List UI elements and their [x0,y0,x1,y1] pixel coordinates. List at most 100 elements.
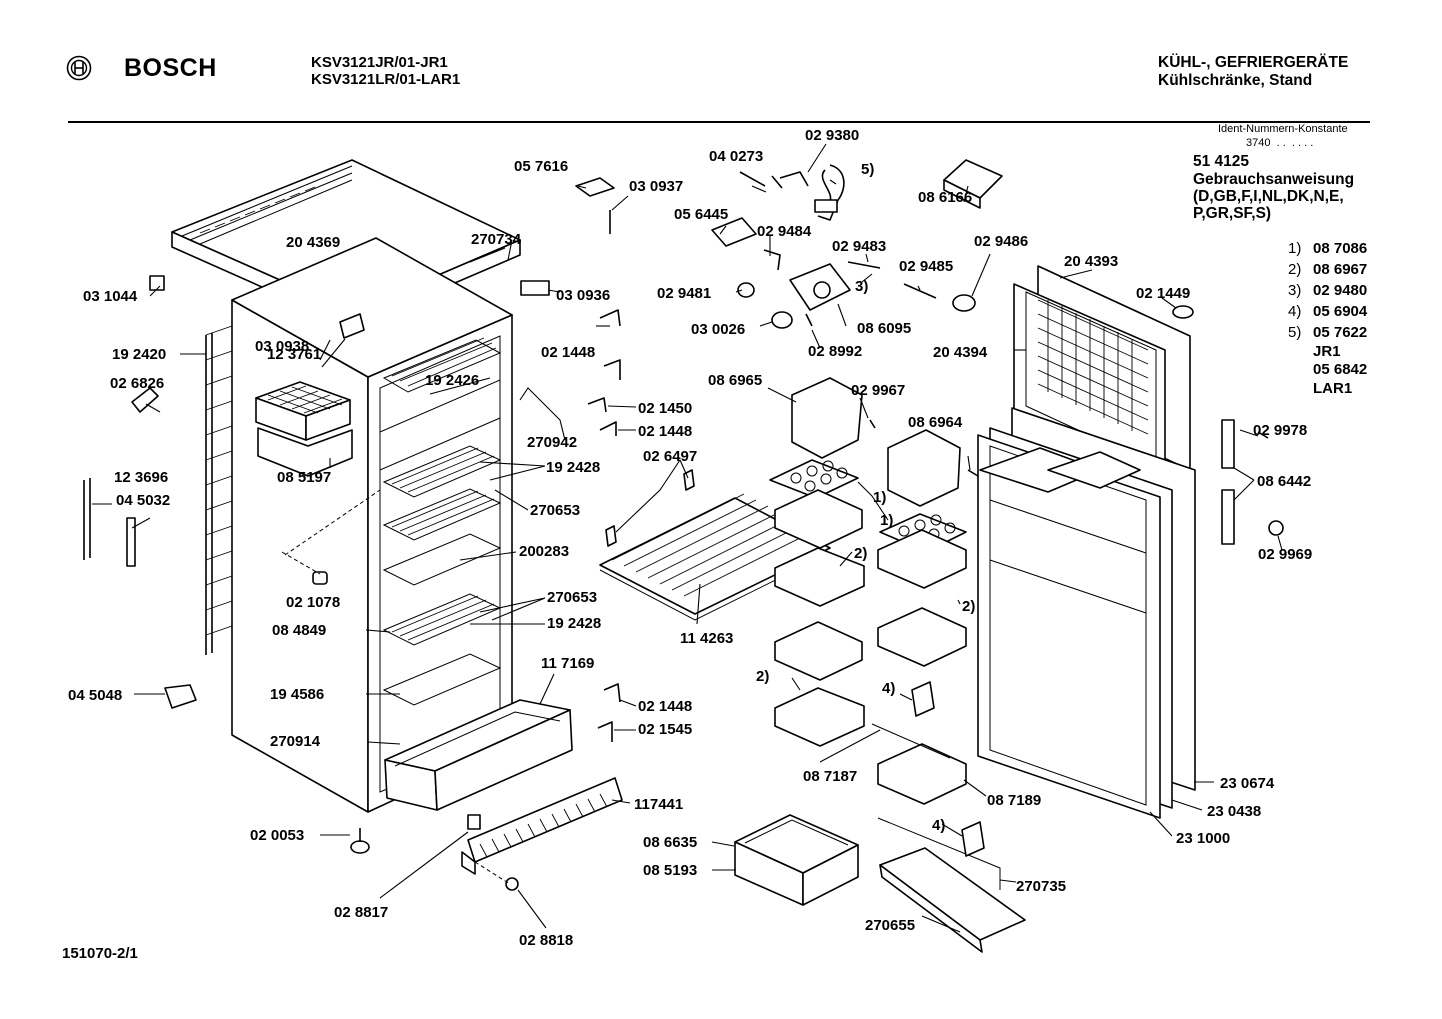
part-label: 19 2428 [546,459,600,476]
manual-line-2: (D,GB,F,I,NL,DK,N,E, [1193,188,1344,205]
part-label: 270735 [1016,878,1066,895]
part-label: 270914 [270,733,321,750]
part-label: 02 1078 [286,594,340,611]
part-label: 3) [855,278,868,295]
legend-value: 02 9480 [1313,282,1368,299]
legend-value: JR1 [1313,343,1341,360]
part-label: 20 4394 [933,344,988,361]
category-title: KÜHL-, GEFRIERGERÄTE [1158,54,1349,71]
part-label: 02 0053 [250,827,304,844]
part-label: 02 1545 [638,721,692,738]
part-label: 02 9486 [974,233,1028,250]
legend-key: 3) [1288,282,1302,299]
part-label: 5) [861,161,874,178]
legend-value: 05 6904 [1313,303,1368,320]
thermostat-assembly [711,164,976,329]
part-label: 117441 [634,796,683,813]
part-label: 20 4393 [1064,253,1118,270]
part-label: 270655 [865,917,915,934]
part-label: 04 5032 [116,492,170,509]
part-label: 08 7189 [987,792,1041,809]
part-label: 08 6166 [918,189,972,206]
legend-key: 1) [1288,240,1302,257]
part-label: 19 4586 [270,686,324,703]
part-label: 02 9978 [1253,422,1307,439]
part-label: 4) [882,680,895,697]
part-label: 270942 [527,434,577,451]
manual-line-3: P,GR,SF,S) [1193,205,1272,222]
small-loose-parts [83,275,550,891]
part-label: 02 6497 [643,448,697,465]
part-label: 02 6826 [110,375,164,392]
crisper-drawer [384,699,573,811]
brand-name: BOSCH [124,54,217,82]
part-label: 23 0674 [1220,775,1275,792]
part-label: 19 2428 [547,615,601,632]
footer-code: 151070-2/1 [62,945,138,962]
part-label: 08 6095 [857,320,911,337]
legend-key: 4) [1288,303,1302,320]
toe-grille [461,777,623,875]
part-label: 02 9484 [757,223,812,240]
part-label: 02 9969 [1258,546,1312,563]
header-divider [68,121,1370,123]
legend-value: 08 6967 [1313,261,1368,278]
part-label: 200283 [519,543,569,560]
part-label: 270653 [547,589,597,606]
ident-value: 3740 . . . . . . [1246,137,1314,149]
bosch-logo-icon [66,55,92,81]
part-label: 08 6635 [643,834,697,851]
refrigerator-door [977,407,1196,819]
part-label: 2) [854,545,867,562]
ice-tray-box [255,381,353,477]
part-label: 03 1044 [83,288,138,305]
part-label: 2) [756,668,769,685]
part-label: 270734 [471,231,522,248]
vegetable-basket [734,814,859,906]
legend-value: 05 7622 [1313,324,1368,341]
part-label: 02 9967 [851,382,905,399]
evaporator-shelf [382,337,502,393]
legend-value: 05 6842 [1313,361,1368,378]
part-label: 12 3696 [114,469,168,486]
part-label: 12 3761 [267,346,321,363]
part-label: 02 8817 [334,904,388,921]
part-label: 04 0273 [709,148,763,165]
part-label: 08 7187 [803,768,857,785]
ident-caption: Ident-Nummern-Konstante [1218,123,1348,135]
part-label: 03 0937 [629,178,683,195]
part-label: 02 1448 [638,423,692,440]
part-label: 04 5048 [68,687,122,704]
part-label: 02 9380 [805,127,859,144]
part-label: 03 0938 [255,338,309,355]
manual-number: 51 4125 [1193,153,1250,170]
part-label: 05 7616 [514,158,568,175]
part-labels: 20 4369 270734 03 1044 19 2420 02 6826 1… [68,127,1312,949]
glass-shelves [382,445,502,706]
part-label: 02 1449 [1136,285,1190,302]
leader-lines [92,143,1283,933]
model-line-1: KSV3121JR/01-JR1 [311,54,448,71]
part-label: 1) [880,512,893,529]
storage-bins [774,377,967,805]
part-label: 08 6964 [908,414,963,431]
part-label: 19 2426 [425,372,479,389]
part-label: 03 0026 [691,321,745,338]
part-label: 02 1448 [541,344,595,361]
legend-value: LAR1 [1313,380,1353,397]
part-label: 2) [962,598,975,615]
part-label: 4) [932,817,945,834]
model-line-2: KSV3121LR/01-LAR1 [311,71,461,88]
part-label: 11 4263 [680,630,733,647]
part-label: 05 6445 [674,206,728,223]
condenser-coil [205,325,233,655]
part-label: 19 2420 [112,346,166,363]
part-label: 23 1000 [1176,830,1230,847]
part-label: 02 1448 [638,698,692,715]
part-label: 08 6965 [708,372,762,389]
part-label: 11 7169 [541,655,594,672]
category-subtitle: Kühlschränke, Stand [1158,72,1313,89]
part-label: 08 5193 [643,862,697,879]
part-label: 02 9485 [899,258,953,275]
